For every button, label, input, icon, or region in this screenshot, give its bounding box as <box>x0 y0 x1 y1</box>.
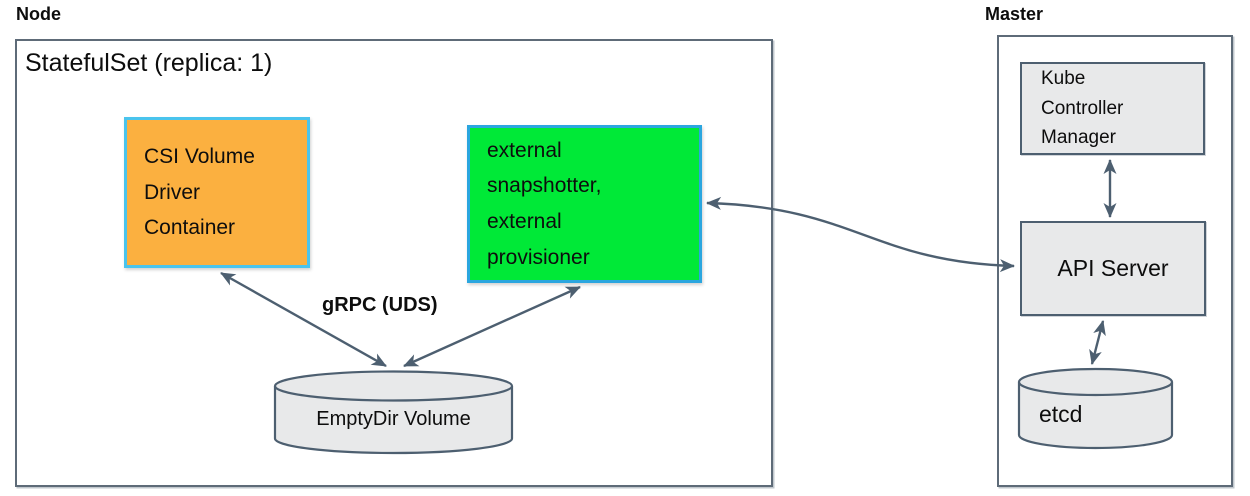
etcd-label: etcd <box>1039 401 1083 427</box>
external-sidecars-label: external snapshotter, external provision… <box>487 138 602 269</box>
csi-volume-driver-box: CSI Volume Driver Container <box>124 117 310 268</box>
kube-controller-manager-box: Kube Controller Manager <box>1020 62 1205 155</box>
kube-controller-manager-label: Kube Controller Manager <box>1041 68 1124 149</box>
master-section-label: Master <box>985 4 1044 24</box>
grpc-uds-label: gRPC (UDS) <box>322 294 438 316</box>
csi-volume-driver-label: CSI Volume Driver Container <box>144 144 255 240</box>
statefulset-label: StatefulSet (replica: 1) <box>25 49 273 77</box>
node-section-label: Node <box>16 4 61 24</box>
emptydir-volume-label: EmptyDir Volume <box>316 408 471 430</box>
api-server-label: API Server <box>1057 255 1169 281</box>
api-server-box: API Server <box>1020 221 1206 316</box>
external-sidecars-box: external snapshotter, external provision… <box>467 125 702 283</box>
